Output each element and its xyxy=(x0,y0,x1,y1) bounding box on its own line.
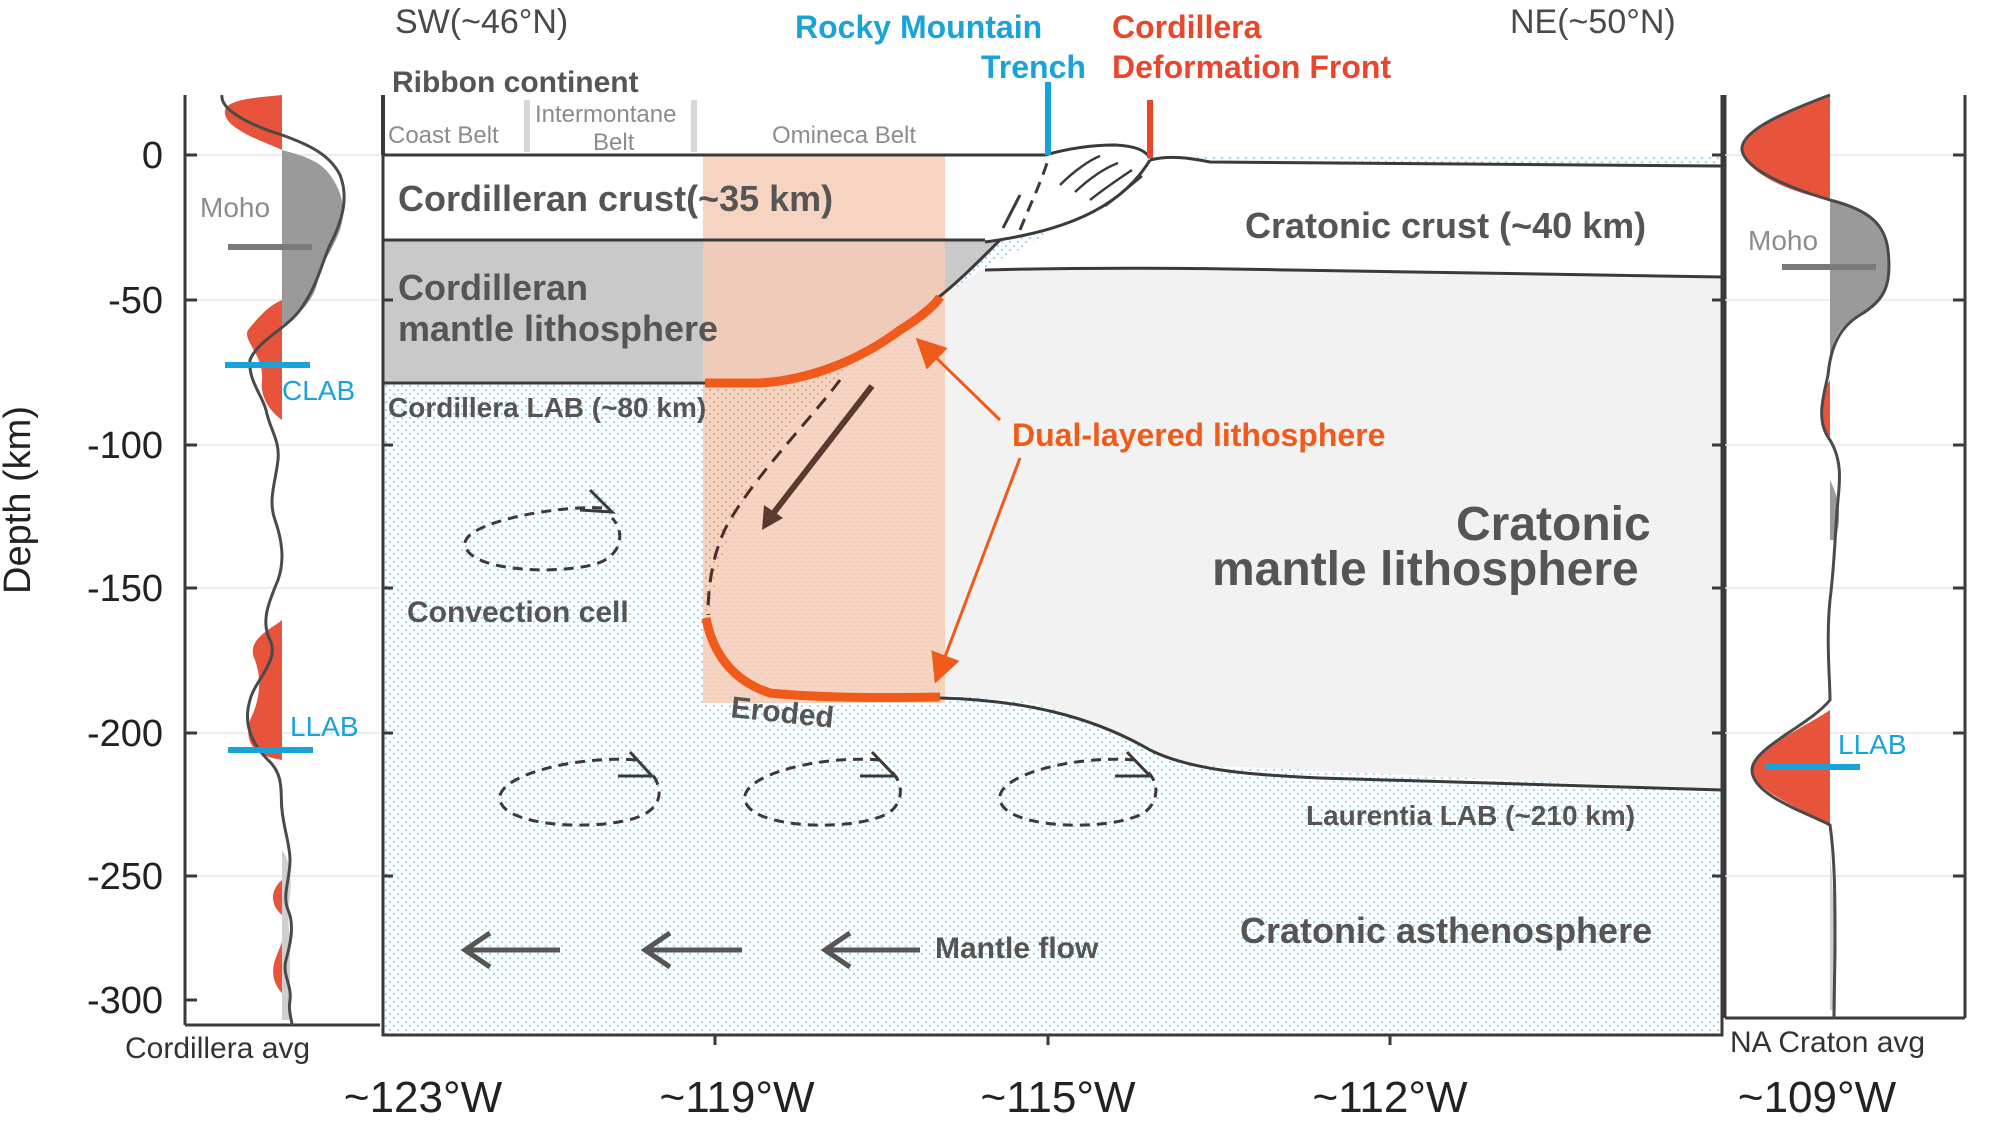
crat-mantle-label-2: mantle lithosphere xyxy=(1212,543,1639,596)
convection-cell xyxy=(743,757,902,827)
left-profile-gray-fill xyxy=(282,150,343,325)
y-tick-label: -150 xyxy=(87,568,163,610)
right-profile-gray-fill xyxy=(1830,200,1890,360)
cratonic-crust xyxy=(980,158,1722,277)
convection-cells xyxy=(463,506,1158,827)
convection-arrowheads xyxy=(579,488,1154,778)
crat-crust-label: Cratonic crust (~40 km) xyxy=(1245,205,1646,246)
layer-boundaries xyxy=(381,95,1724,1037)
cdf-label-1: Cordillera xyxy=(1112,9,1262,45)
right-caption: NA Craton avg xyxy=(1730,1026,1925,1059)
cdf-label-2: Deformation Front xyxy=(1112,49,1391,85)
coast-belt-label: Coast Belt xyxy=(388,122,499,149)
convection-cell xyxy=(463,506,622,572)
left-caption: Cordillera avg xyxy=(125,1032,310,1065)
left-moho-label: Moho xyxy=(200,192,270,223)
belt-markers xyxy=(524,100,697,152)
cord-mantle-label-2: mantle lithosphere xyxy=(398,308,718,349)
crat-astheno-label: Cratonic asthenosphere xyxy=(1240,910,1652,951)
x-tick-label: ~123°W xyxy=(344,1073,503,1122)
intermontane-label-2: Belt xyxy=(593,129,635,156)
omineca-dots xyxy=(703,350,870,620)
thrust-wedge xyxy=(1001,154,1143,231)
left-profile-gray-fill-2 xyxy=(282,850,291,1020)
cratonic-mantle-lithosphere xyxy=(940,267,1722,791)
x-ticks xyxy=(713,1035,1392,1045)
ribbon-label: Ribbon continent xyxy=(392,66,639,99)
rmt-label-1: Rocky Mountain xyxy=(795,9,1042,45)
right-profile-curve xyxy=(1740,93,1891,1019)
cord-lab-label: Cordillera LAB (~80 km) xyxy=(388,392,706,423)
x-tick-label: ~112°W xyxy=(1313,1073,1468,1122)
y-axis-title: Depth (km) xyxy=(0,406,39,594)
x-tick-label: ~109°W xyxy=(1738,1073,1897,1122)
crat-mantle-label-1: Cratonic xyxy=(1456,498,1651,551)
dual-layer-arrows xyxy=(915,337,1022,684)
right-llab-label: LLAB xyxy=(1838,729,1907,760)
ne-label: NE(~50°N) xyxy=(1510,3,1676,41)
left-profile-red-fill xyxy=(224,95,290,1020)
right-moho-label: Moho xyxy=(1748,225,1818,256)
cord-crust-label: Cordilleran crust(~35 km) xyxy=(398,178,833,219)
laurentia-label: Laurentia LAB (~210 km) xyxy=(1306,800,1635,831)
intermontane-label-1: Intermontane xyxy=(535,101,676,128)
y-tick-label: -300 xyxy=(87,980,163,1022)
y-tick-label: 0 xyxy=(142,135,163,177)
delamination-arrow xyxy=(762,384,875,530)
y-tick-label: -250 xyxy=(87,856,163,898)
y-tick-label: -200 xyxy=(87,713,163,755)
convection-label: Convection cell xyxy=(407,596,629,629)
rmt-label-2: Trench xyxy=(981,49,1086,85)
right-profile-panel xyxy=(1723,93,1967,1020)
main-y-ticks xyxy=(383,153,1722,878)
left-profile-curve xyxy=(220,94,346,1026)
left-llab-label: LLAB xyxy=(290,711,359,742)
x-tick-label: ~119°W xyxy=(660,1073,815,1122)
y-tick-label: -50 xyxy=(108,280,163,322)
omineca-label: Omineca Belt xyxy=(772,122,916,149)
x-tick-label: ~115°W xyxy=(981,1073,1136,1122)
mantle-flow-label: Mantle flow xyxy=(935,932,1099,965)
cord-mantle-label-1: Cordilleran xyxy=(398,267,588,308)
sw-label: SW(~46°N) xyxy=(395,3,568,41)
y-tick-label: -100 xyxy=(87,425,163,467)
left-clab-label: CLAB xyxy=(282,375,355,406)
mantle-flow-arrows xyxy=(460,930,920,970)
left-profile-panel xyxy=(183,94,380,1027)
eroded-contour xyxy=(706,379,842,616)
convection-cell xyxy=(998,757,1158,827)
dual-layer-label: Dual-layered lithosphere xyxy=(1012,417,1385,453)
dual-layer-boundary xyxy=(701,294,944,703)
